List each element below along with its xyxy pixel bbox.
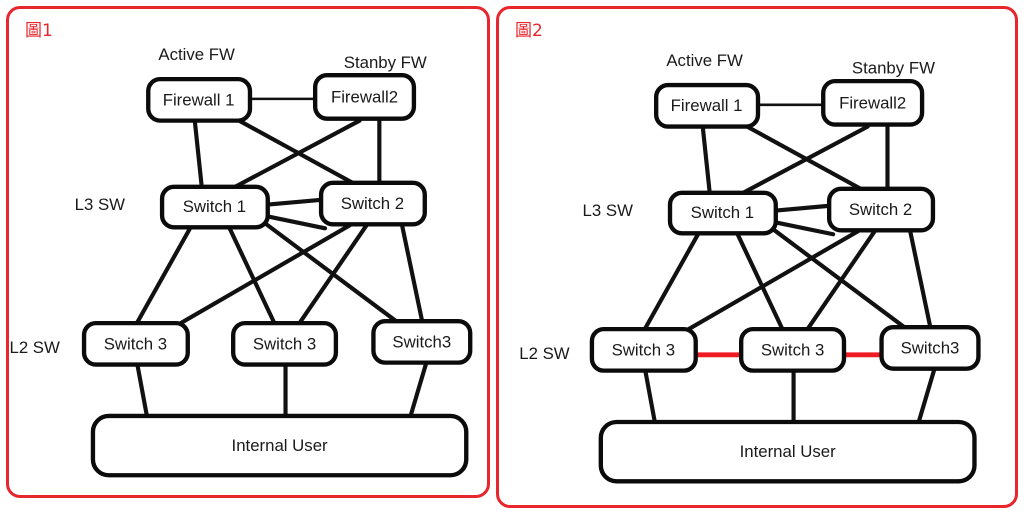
node-switch-2[interactable]: Switch 2 (318, 180, 427, 227)
figure-panel-1: 圖1 Active FW Stanby FW (6, 6, 490, 498)
node-internal-user[interactable]: Internal User (598, 419, 977, 484)
node-switch-1-label: Switch 1 (183, 197, 246, 216)
node-switch-3c-label: Switch3 (392, 332, 451, 351)
label-standby-fw: Stanby FW (344, 53, 427, 72)
panel-1-tag: 圖1 (25, 21, 53, 41)
figure-panel-2: 圖2 Active FW (496, 6, 1018, 508)
edge-sw2-sw3c (399, 223, 426, 332)
node-switch-3c[interactable]: Switch3 (879, 324, 981, 371)
edge-sw2-sw3b (293, 223, 369, 332)
edge-sw2-sw3b (801, 229, 877, 338)
label-standby-fw: Stanby FW (852, 59, 935, 78)
edge-sw1-sw3b (734, 229, 788, 339)
node-switch-2-label: Switch 2 (341, 194, 404, 213)
node-firewall-1-label: Firewall 1 (671, 96, 743, 115)
node-switch-3b-label: Switch 3 (761, 340, 824, 359)
edge-sw1-sw2 (773, 203, 834, 213)
label-l3-sw: L3 SW (583, 201, 634, 220)
node-switch-1[interactable]: Switch 1 (159, 184, 270, 230)
node-switch-2[interactable]: Switch 2 (826, 186, 936, 233)
edge-sw1-sw2-lower (265, 214, 328, 231)
edge-fw2-sw1 (218, 118, 362, 197)
edge-sw3c-user (916, 368, 937, 427)
panel-1-diagram: Active FW Stanby FW L3 SW L2 SW Firewall… (9, 45, 473, 478)
node-switch-3a-label: Switch 3 (612, 340, 675, 359)
edge-sw3c-user (407, 362, 428, 421)
edge-fw1-sw1 (700, 123, 713, 203)
node-switch-3a[interactable]: Switch 3 (81, 320, 190, 367)
edge-sw2-sw3a (171, 223, 352, 330)
node-internal-user-label: Internal User (232, 436, 328, 455)
node-switch-3a[interactable]: Switch 3 (589, 326, 698, 373)
node-firewall-1[interactable]: Firewall 1 (653, 82, 761, 129)
label-l2-sw: L2 SW (9, 338, 60, 357)
edge-sw1-sw2 (265, 197, 326, 207)
node-internal-user-label: Internal User (740, 442, 837, 461)
node-switch-3a-label: Switch 3 (104, 334, 167, 353)
edge-fw2-sw1 (726, 124, 870, 203)
edge-sw3a-user (135, 362, 150, 421)
edge-sw1-sw2-lower (773, 220, 836, 237)
node-switch-3b[interactable]: Switch 3 (739, 326, 847, 373)
node-firewall-1[interactable]: Firewall 1 (146, 76, 253, 123)
node-firewall-1-label: Firewall 1 (163, 90, 235, 109)
label-l3-sw: L3 SW (75, 195, 126, 214)
node-switch-1[interactable]: Switch 1 (667, 190, 778, 236)
edge-sw1-sw3a (638, 229, 702, 340)
edge-sw2-sw3a (679, 229, 860, 336)
node-switch-1-label: Switch 1 (691, 203, 754, 222)
panel-2-tag: 圖2 (515, 21, 543, 41)
node-switch-2-label: Switch 2 (849, 200, 912, 219)
node-internal-user[interactable]: Internal User (90, 413, 469, 478)
edge-fw1-sw1 (192, 117, 205, 197)
label-active-fw: Active FW (158, 45, 235, 64)
node-firewall-2[interactable]: Firewall2 (821, 78, 925, 127)
node-switch-3c[interactable]: Switch3 (371, 318, 473, 365)
label-l2-sw: L2 SW (519, 344, 570, 363)
node-switch-3c-label: Switch3 (901, 338, 960, 357)
edge-sw2-sw3c (908, 229, 935, 338)
node-firewall-2-label: Firewall2 (331, 87, 398, 106)
panel-2-diagram: Active FW Stanby FW L3 SW L2 SW Firewall… (519, 51, 981, 484)
edge-sw1-sw3a (130, 223, 194, 334)
node-switch-3b[interactable]: Switch 3 (231, 320, 339, 367)
node-firewall-2-label: Firewall2 (839, 93, 906, 112)
label-active-fw: Active FW (666, 51, 743, 70)
edge-sw3a-user (643, 368, 658, 427)
node-switch-3b-label: Switch 3 (253, 334, 316, 353)
node-firewall-2[interactable]: Firewall2 (312, 73, 417, 121)
edge-sw1-sw3b (226, 223, 280, 333)
